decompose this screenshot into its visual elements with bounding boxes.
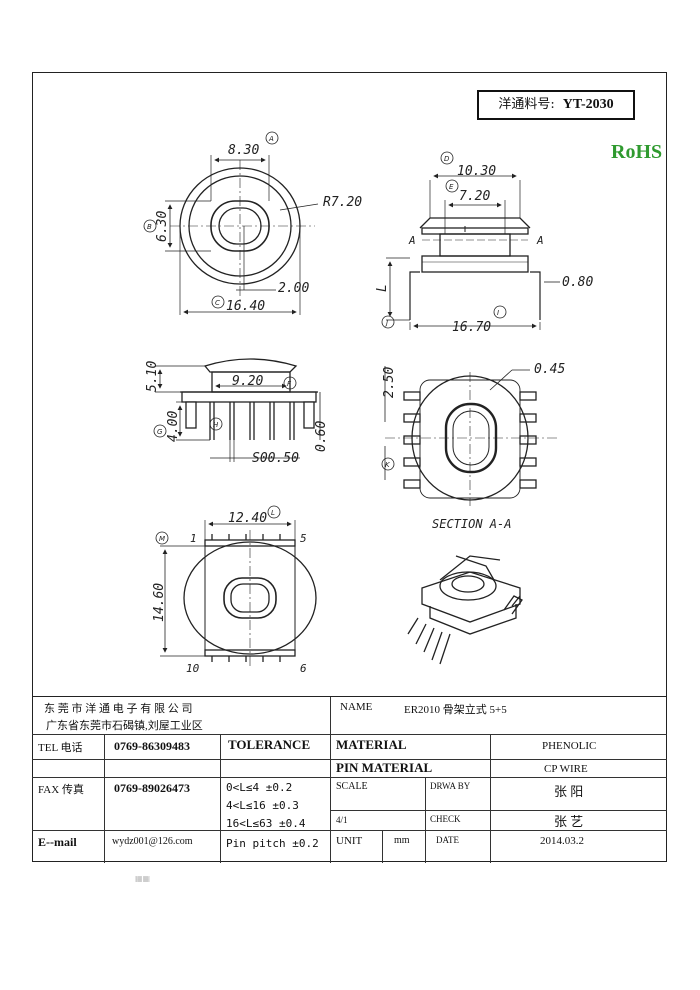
top-view (143, 131, 319, 315)
tolerance-row-2: 4<L≤16 ±0.3 (226, 799, 299, 812)
tag-m: M (159, 535, 165, 543)
section-mark-left: A (408, 234, 416, 247)
company-name: 东 莞 市 洋 通 电 子 有 限 公 司 (44, 703, 193, 715)
part-number-box: 洋通料号: YT-2030 (477, 90, 635, 120)
dim-front-height: 5.10 (145, 361, 160, 392)
dim-side-inner: 7.20 (459, 189, 490, 204)
pin-label-1: 1 (190, 532, 197, 545)
dim-front-pin-square: S00.50 (252, 451, 299, 466)
tag-j: J (384, 319, 388, 327)
name-label: NAME (340, 701, 373, 713)
dim-top-overall: 16.40 (226, 299, 265, 314)
pin-label-5: 5 (300, 532, 307, 545)
date-label: DATE (436, 835, 459, 845)
scale-value: 4/1 (336, 815, 348, 825)
tolerance-row-1: 0<L≤4 ±0.2 (226, 781, 293, 794)
dim-front-pin-length: 0.60 (314, 421, 329, 452)
dim-side-length: L (375, 284, 390, 292)
faint-watermark: ▦▦ (135, 874, 151, 883)
bottom-view (155, 505, 317, 668)
tag-g: G (157, 428, 163, 436)
tag-h: H (213, 421, 219, 429)
name-value: ER2010 骨架立式 5+5 (404, 704, 507, 716)
dim-bottom-height: 14.60 (152, 583, 167, 622)
title-block: 东 莞 市 洋 通 电 子 有 限 公 司 广东省东莞市石碣镇,刘屋工业区 NA… (32, 696, 667, 863)
scale-label: SCALE (336, 781, 368, 792)
pin-label-10: 10 (186, 662, 200, 675)
tag-b: B (147, 223, 152, 231)
company-address: 广东省东莞市石碣镇,刘屋工业区 (46, 720, 203, 732)
tolerance-row-4: Pin pitch ±0.2 (226, 837, 319, 850)
unit-value: mm (394, 835, 410, 846)
fax-value: 0769-89026473 (114, 781, 190, 795)
rohs-mark: RoHS (611, 141, 663, 163)
fax-label: FAX 传真 (38, 784, 84, 796)
drawing-sheet (32, 72, 667, 862)
dim-front-width: 9.20 (232, 374, 263, 389)
drawby-value: 张 阳 (554, 784, 584, 799)
drawby-label: DRWA BY (430, 781, 471, 791)
dim-side-top: 10.30 (457, 164, 496, 179)
check-value: 张 艺 (554, 814, 584, 829)
section-caption: SECTION A-A (432, 517, 511, 531)
tag-c: C (215, 299, 220, 307)
email-label: E--mail (38, 835, 77, 849)
part-number-code: YT-2030 (562, 97, 614, 112)
tolerance-row-3: 16<L≤63 ±0.4 (226, 817, 306, 830)
tel-label: TEL 电话 (38, 742, 83, 754)
dim-section-wall: 0.45 (534, 362, 565, 377)
dim-front-pin: 4.00 (166, 411, 181, 442)
tag-d: D (444, 155, 450, 163)
tel-value: 0769-86309483 (114, 739, 190, 753)
tag-f: F (287, 380, 292, 388)
dim-section-offset: 2.50 (382, 367, 397, 398)
section-mark-right: A (536, 234, 544, 247)
isometric-view (407, 555, 523, 665)
pin-label-6: 6 (300, 662, 307, 675)
dim-top-height: 6.30 (155, 211, 170, 242)
tag-i: I (497, 309, 499, 317)
tag-l: L (271, 509, 275, 517)
tag-k: K (385, 461, 391, 469)
check-label: CHECK (430, 814, 461, 824)
pin-material-value: CP WIRE (544, 763, 588, 775)
dim-top-width: 8.30 (228, 143, 259, 158)
tag-e: E (449, 183, 454, 191)
email-value: wydz001@126.com (112, 836, 193, 847)
material-value: PHENOLIC (542, 740, 597, 752)
material-label: MATERIAL (336, 737, 407, 752)
dim-top-radius: R7.20 (323, 195, 362, 210)
tag-a: A (268, 135, 274, 143)
tolerance-label: TOLERANCE (228, 737, 311, 752)
section-view (381, 366, 560, 506)
pin-material-label: PIN MATERIAL (336, 760, 433, 775)
unit-label: UNIT (336, 835, 363, 847)
dim-side-pin: 0.80 (562, 275, 593, 290)
front-view (153, 358, 321, 462)
dim-side-overall: 16.70 (452, 320, 491, 335)
dim-top-slot: 2.00 (278, 281, 309, 296)
part-number-prefix: 洋通料号: (498, 97, 555, 112)
date-value: 2014.03.2 (540, 835, 584, 847)
side-view (381, 151, 560, 330)
dim-bottom-width: 12.40 (228, 511, 267, 526)
